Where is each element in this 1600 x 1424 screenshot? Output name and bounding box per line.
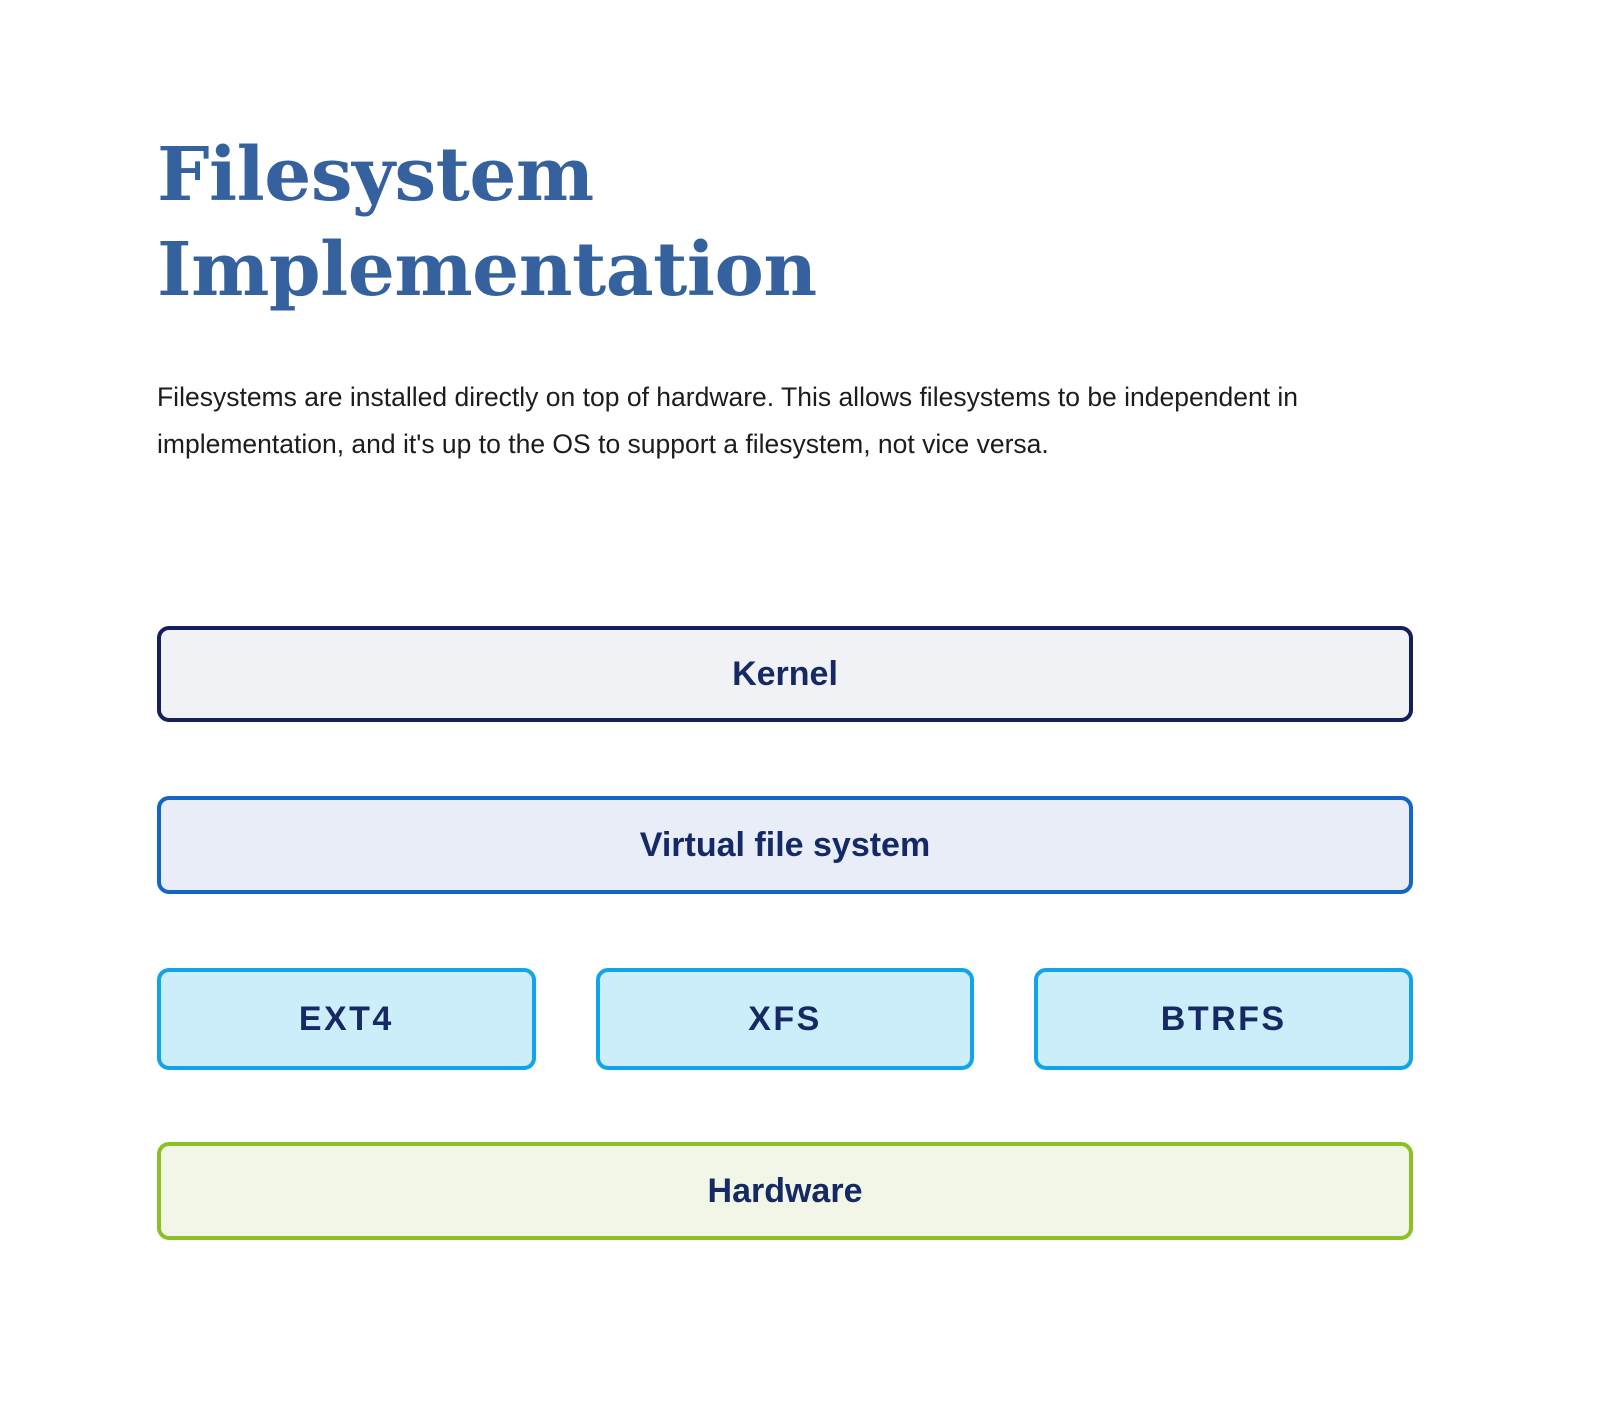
filesystem-row: EXT4 XFS BTRFS [157,968,1414,1070]
layer-box-xfs: XFS [595,968,975,1070]
intro-paragraph: Filesystems are installed directly on to… [157,382,1299,460]
layer-label-xfs: XFS [748,999,822,1038]
page-title: Filesystem Implementation [157,132,817,313]
layer-box-hardware: Hardware [157,1142,1413,1240]
text-content: Filesystem Implementation Filesystems ar… [157,0,1413,468]
filesystem-stack-diagram: Kernel Virtual file system EXT4 XFS BTRF… [157,626,1414,1240]
layer-label-btrfs: BTRFS [1160,999,1287,1038]
layer-label-ext4: EXT4 [298,999,394,1038]
layer-box-virtual-file-system: Virtual file system [157,796,1413,894]
layer-label-kernel: Kernel [732,654,838,693]
layer-label-hardware: Hardware [707,1171,863,1210]
layer-box-kernel: Kernel [157,626,1413,722]
layer-label-virtual-file-system: Virtual file system [639,825,931,864]
layer-box-ext4: EXT4 [157,968,536,1070]
layer-box-btrfs: BTRFS [1034,968,1414,1070]
